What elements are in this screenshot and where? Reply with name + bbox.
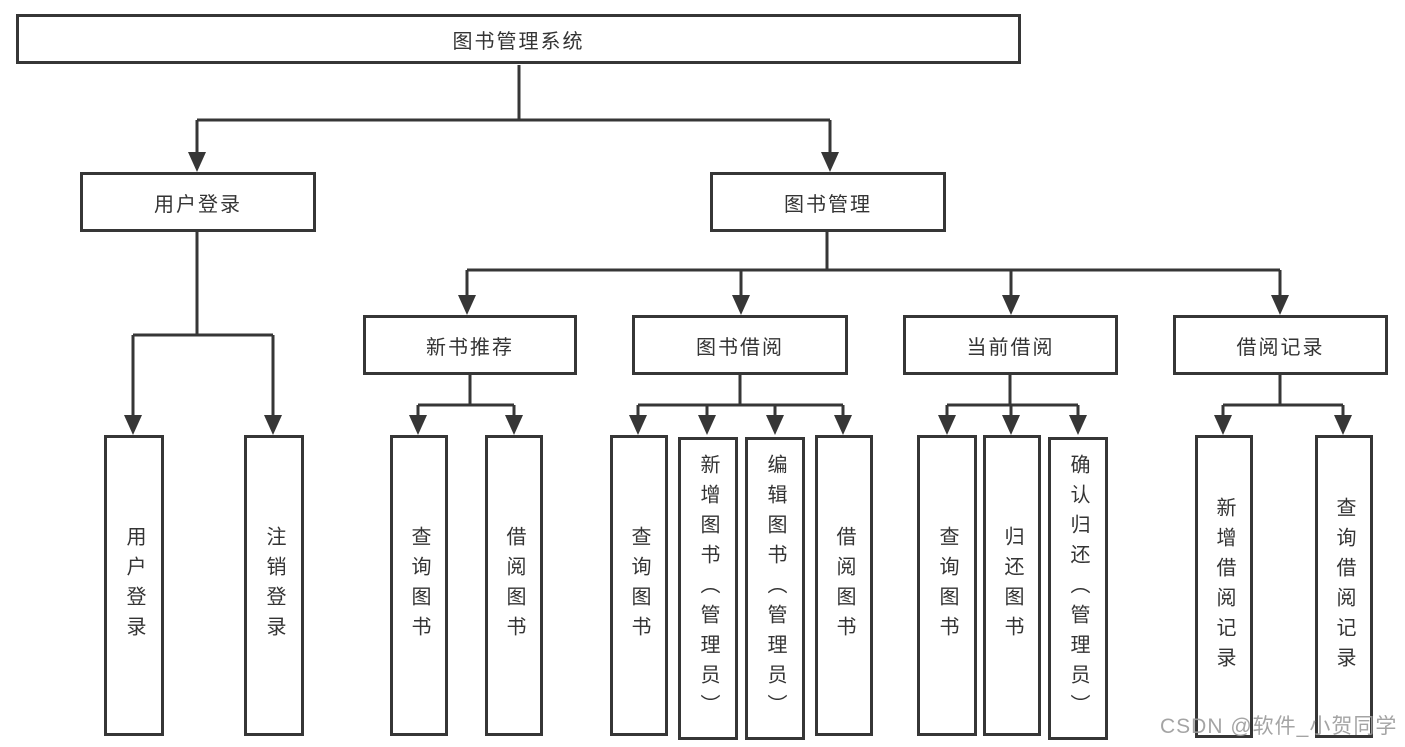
- leaf-add-borrow-record-label: 新增借阅记录: [1213, 496, 1235, 677]
- node-user-login-label: 用户登录: [154, 193, 242, 216]
- node-user-login: 用户登录: [80, 172, 316, 232]
- node-root-label: 图书管理系统: [452, 30, 585, 53]
- node-root: 图书管理系统: [16, 14, 1021, 64]
- node-new-book-recommend-label: 新书推荐: [426, 336, 514, 359]
- leaf-add-books-admin-label: 新增图书（管理员）: [697, 453, 719, 724]
- node-book-borrow-label: 图书借阅: [696, 336, 784, 359]
- edge-root-to-level2: [195, 65, 832, 154]
- node-new-book-recommend: 新书推荐: [363, 315, 577, 375]
- edge-book-management-to-level3: [465, 232, 1282, 297]
- edge-current-borrow-to-leaves: [945, 374, 1080, 417]
- edge-borrow-records-to-leaves: [1221, 374, 1345, 417]
- leaf-edit-books-admin-label: 编辑图书（管理员）: [764, 453, 786, 724]
- leaf-logout: 注销登录: [244, 435, 304, 736]
- leaf-query-books-current: 查询图书: [917, 435, 977, 736]
- leaf-query-books-recommend-label: 查询图书: [408, 525, 430, 646]
- leaf-return-books-label: 归还图书: [1001, 525, 1023, 646]
- node-current-borrow: 当前借阅: [903, 315, 1118, 375]
- leaf-query-books-current-label: 查询图书: [936, 525, 958, 646]
- node-book-management-label: 图书管理: [784, 193, 872, 216]
- leaf-return-books: 归还图书: [983, 435, 1041, 736]
- edge-user-login-to-leaves: [131, 232, 275, 417]
- leaf-borrow-books-recommend-label: 借阅图书: [503, 525, 525, 646]
- leaf-borrow-books-recommend: 借阅图书: [485, 435, 543, 736]
- leaf-query-books-borrow-label: 查询图书: [628, 525, 650, 646]
- node-current-borrow-label: 当前借阅: [966, 336, 1055, 359]
- leaf-query-borrow-record: 查询借阅记录: [1315, 435, 1373, 738]
- leaf-confirm-return-admin: 确认归还（管理员）: [1048, 437, 1108, 740]
- edge-new-book-recommend-to-leaves: [416, 374, 516, 417]
- node-book-borrow: 图书借阅: [632, 315, 848, 375]
- watermark: CSDN @软件_小贺同学: [1160, 715, 1398, 738]
- leaf-edit-books-admin: 编辑图书（管理员）: [745, 437, 805, 740]
- leaf-confirm-return-admin-label: 确认归还（管理员）: [1067, 453, 1089, 724]
- node-borrow-records-label: 借阅记录: [1236, 336, 1325, 359]
- leaf-borrow-books: 借阅图书: [815, 435, 873, 736]
- leaf-query-books-recommend: 查询图书: [390, 435, 448, 736]
- leaf-borrow-books-label: 借阅图书: [833, 525, 855, 646]
- leaf-user-login-label: 用户登录: [123, 525, 145, 646]
- node-book-management: 图书管理: [710, 172, 946, 232]
- leaf-query-books-borrow: 查询图书: [610, 435, 668, 736]
- leaf-add-borrow-record: 新增借阅记录: [1195, 435, 1253, 738]
- edge-book-borrow-to-leaves: [636, 374, 845, 417]
- leaf-add-books-admin: 新增图书（管理员）: [678, 437, 738, 740]
- leaf-query-borrow-record-label: 查询借阅记录: [1333, 496, 1355, 677]
- node-borrow-records: 借阅记录: [1173, 315, 1388, 375]
- leaf-user-login: 用户登录: [104, 435, 164, 736]
- leaf-logout-label: 注销登录: [263, 525, 285, 646]
